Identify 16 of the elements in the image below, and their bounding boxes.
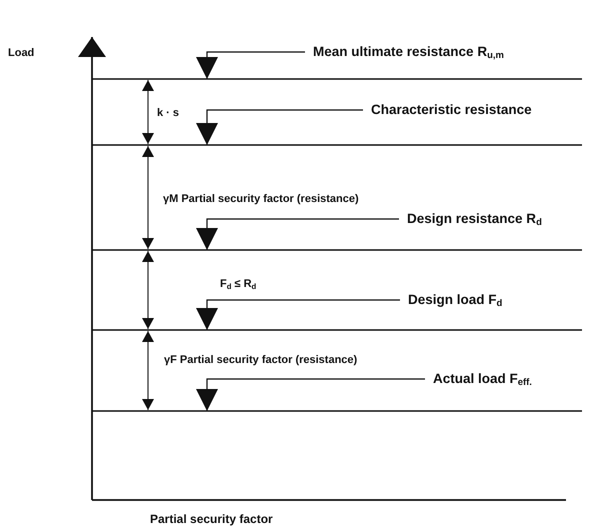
leader-line xyxy=(196,51,305,79)
leader-line xyxy=(196,378,425,411)
load-level-label: Design resistance R$_{d}$ xyxy=(407,211,542,227)
leader-line xyxy=(196,109,363,145)
dimension-label: γF Partial security factor (resistance) xyxy=(164,353,358,367)
dimension-label: F$_{d}$ ≤ R$_{d}$ xyxy=(220,277,256,291)
load-level-label: Mean ultimate resistance R$_{u,m}$ xyxy=(313,44,504,60)
dimension-label: γM Partial security factor (resistance) xyxy=(163,192,359,206)
load-level-label: Design load F$_{d}$ xyxy=(408,292,502,308)
dimension-label: k · s xyxy=(157,106,180,120)
leader-line xyxy=(196,299,400,330)
load-level-label: Characteristic resistance xyxy=(371,102,532,118)
axis-title: Load xyxy=(8,46,34,60)
axis-title: Partial security factor xyxy=(150,512,273,526)
load-level-label: Actual load F$_{eff.}$ xyxy=(433,371,532,387)
leader-line xyxy=(196,218,399,250)
